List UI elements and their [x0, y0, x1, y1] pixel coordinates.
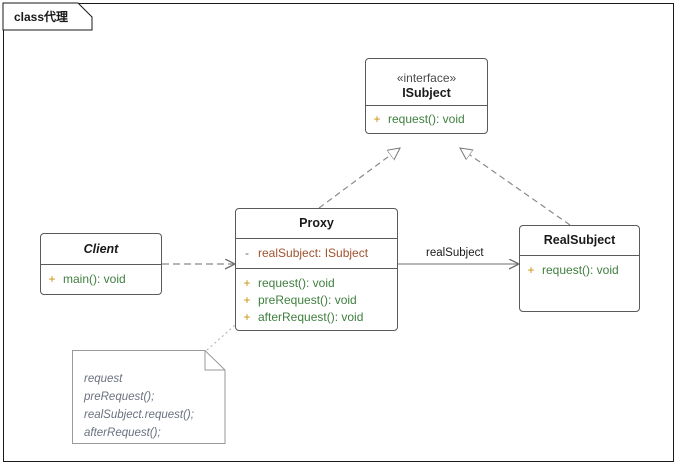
method-signature: preRequest(): void [258, 293, 357, 307]
proxy-method-row[interactable]: + request(): void [236, 275, 397, 292]
isubject-stereotype: «interface» [396, 70, 457, 85]
visibility-marker: + [373, 112, 381, 126]
method-signature: request(): void [388, 112, 465, 126]
class-box-isubject[interactable]: «interface» ISubject + request(): void [365, 58, 488, 134]
visibility-marker: - [245, 246, 249, 260]
note-line: preRequest(); [84, 391, 155, 403]
proxy-attribute-row[interactable]: - realSubject: ISubject [236, 245, 397, 262]
realsubject-divider [520, 255, 639, 256]
isubject-methods: + request(): void [366, 106, 487, 133]
visibility-marker: + [243, 310, 251, 324]
client-divider [41, 264, 161, 265]
realsubject-class-name: RealSubject [543, 233, 616, 247]
attribute-signature: realSubject: ISubject [258, 246, 369, 260]
class-box-client[interactable]: Client + main(): void [40, 233, 162, 295]
proxy-attributes: - realSubject: ISubject [236, 239, 397, 268]
method-signature: main(): void [63, 272, 126, 286]
proxy-method-row[interactable]: + afterRequest(): void [236, 309, 397, 326]
realsubject-methods: + request(): void [520, 256, 639, 279]
proxy-method-row[interactable]: + preRequest(): void [236, 292, 397, 309]
note-line: realSubject.request(); [84, 409, 194, 421]
note-box[interactable]: request preRequest(); realSubject.reques… [72, 350, 226, 444]
realsubject-method-row[interactable]: + request(): void [520, 262, 639, 279]
client-class-name: Client [83, 241, 119, 256]
method-signature: request(): void [258, 276, 335, 290]
visibility-marker: + [527, 263, 535, 277]
note-line: afterRequest(); [84, 427, 161, 439]
class-box-proxy[interactable]: Proxy - realSubject: ISubject + request(… [235, 208, 398, 331]
diagram-title-label: class代理 [14, 10, 69, 24]
visibility-marker: + [243, 293, 251, 307]
diagram-title-tab: class代理 [2, 2, 93, 31]
isubject-divider [366, 105, 487, 106]
proxy-class-name: Proxy [299, 216, 334, 230]
client-method-row[interactable]: + main(): void [41, 271, 161, 288]
note-body: request preRequest(); realSubject.reques… [84, 370, 194, 442]
isubject-class-name: ISubject [402, 85, 451, 100]
class-box-realsubject[interactable]: RealSubject + request(): void [519, 225, 640, 312]
edge-label-realsubject: realSubject [426, 247, 484, 259]
proxy-divider-1 [236, 238, 397, 239]
isubject-method-row[interactable]: + request(): void [366, 111, 487, 128]
method-signature: request(): void [542, 263, 619, 277]
diagram-frame [3, 3, 674, 462]
client-methods: + main(): void [41, 265, 161, 288]
visibility-marker: + [48, 272, 56, 286]
note-line: request [84, 373, 123, 385]
method-signature: afterRequest(): void [258, 310, 364, 324]
visibility-marker: + [243, 276, 251, 290]
proxy-methods: + request(): void + preRequest(): void +… [236, 269, 397, 330]
proxy-divider-2 [236, 268, 397, 269]
